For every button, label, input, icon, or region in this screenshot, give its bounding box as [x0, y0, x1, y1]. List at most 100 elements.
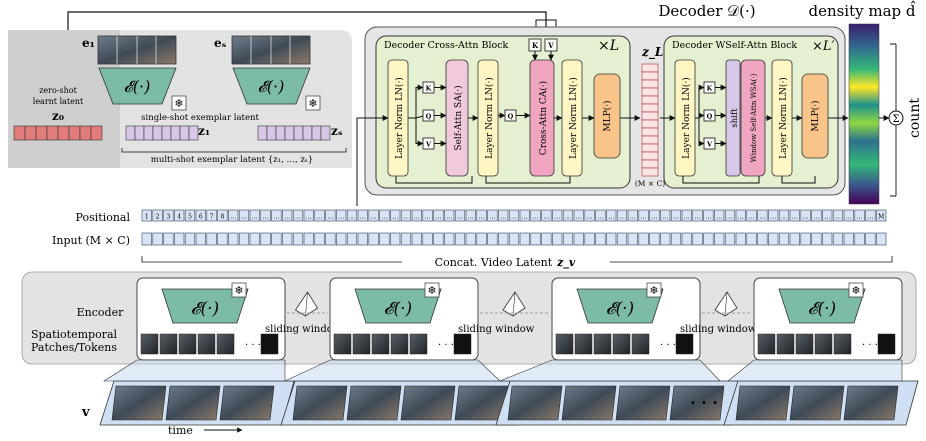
- video-frame: [843, 385, 899, 421]
- input-token: [768, 232, 779, 246]
- patch-ellipsis: · · ·: [438, 340, 454, 351]
- video-frame: [292, 385, 348, 421]
- video-encoder: [161, 288, 249, 324]
- video-encoder: [778, 288, 866, 324]
- input-token: [206, 232, 217, 246]
- video-encoder-label: 𝓔(·): [606, 299, 634, 319]
- layer-norm-1-label: Layer Norm LN(·): [394, 77, 405, 159]
- sliding-window-icon-edge: [512, 291, 516, 317]
- positional-token-label: …: [792, 214, 798, 221]
- patch-token: [159, 333, 178, 355]
- z1-cell: [170, 125, 181, 141]
- positional-token-label: …: [338, 214, 344, 221]
- positional-token-label: 4: [177, 214, 181, 221]
- snowflake-icon-glyph: ❄: [234, 284, 243, 297]
- video-frame: [400, 385, 456, 421]
- positional-token: [800, 209, 811, 222]
- positional-token-label: …: [597, 214, 603, 221]
- input-token: [303, 232, 314, 246]
- positional-token: [638, 209, 649, 222]
- positional-token-label: …: [327, 214, 333, 221]
- positional-token: [595, 209, 606, 222]
- zs-cell: [302, 125, 313, 141]
- positional-token-label: …: [295, 214, 301, 221]
- positional-token: [811, 209, 822, 222]
- patch-token: [371, 333, 390, 355]
- positional-token-label: …: [749, 214, 755, 221]
- patch-ellipsis: · · ·: [862, 340, 878, 351]
- input-token: [735, 232, 746, 246]
- input-token: [854, 232, 865, 246]
- positional-token-label: …: [263, 214, 269, 221]
- input-token: [681, 232, 692, 246]
- positional-token-label: …: [273, 214, 279, 221]
- positional-label: Positional: [76, 211, 131, 224]
- positional-token: [508, 209, 520, 222]
- positional-token: [174, 209, 185, 222]
- input-token: [292, 232, 304, 246]
- window-self-attn-label: Window Self-Attn WSA(·): [750, 73, 758, 162]
- positional-token: [357, 209, 368, 222]
- positional-token-label: …: [468, 214, 474, 221]
- input-token: [584, 232, 595, 246]
- input-token: [541, 232, 552, 246]
- input-token: [346, 232, 358, 246]
- zs-cell: [293, 125, 304, 141]
- positional-token: [390, 209, 401, 222]
- zl-cell: [641, 167, 659, 177]
- video-encoder-label: 𝓔(·): [808, 299, 836, 319]
- positional-token-label: …: [684, 214, 690, 221]
- positional-token: [303, 209, 314, 222]
- decoder-title: Decoder 𝒟(·): [658, 2, 755, 20]
- positional-token: [271, 209, 282, 222]
- patch-token: [814, 333, 833, 355]
- density-map-title: density map d̂: [808, 1, 915, 20]
- cross-attn-block: [375, 35, 631, 189]
- positional-token-label: …: [435, 214, 441, 221]
- input-token: [487, 232, 498, 246]
- positional-token: [768, 209, 779, 222]
- input-token: [778, 232, 790, 246]
- positional-token: [606, 209, 617, 222]
- input-token: [217, 232, 228, 246]
- patch-token: [390, 333, 409, 355]
- positional-token: [724, 209, 736, 222]
- zl-cell: [641, 87, 659, 97]
- input-token: [811, 232, 822, 246]
- input-token: [714, 232, 725, 246]
- exemplar-encoder-1-label: 𝓔(·): [124, 77, 151, 96]
- video-frame: [111, 385, 167, 421]
- positional-token: [530, 209, 541, 222]
- input-token: [141, 232, 152, 246]
- input-token: [876, 232, 887, 246]
- positional-token: [249, 209, 260, 222]
- z0-cell: [24, 125, 37, 141]
- patches-label-1: Spatiotemporal: [31, 328, 118, 341]
- positional-token-label: …: [619, 214, 625, 221]
- input-token: [627, 232, 638, 246]
- input-token: [746, 232, 757, 246]
- cross-block-repeat: ×L: [598, 38, 619, 54]
- z0-label: z₀: [52, 109, 64, 123]
- positional-token: [876, 209, 887, 222]
- z0-cell: [46, 125, 59, 141]
- positional-token: [649, 209, 660, 222]
- encoder-label: Encoder: [77, 306, 124, 319]
- positional-token: [444, 209, 455, 222]
- input-token: [228, 232, 239, 246]
- input-token: [444, 232, 455, 246]
- positional-token: [217, 209, 228, 222]
- positional-token: [465, 209, 476, 222]
- positional-token-label: …: [641, 214, 647, 221]
- positional-token: [336, 209, 347, 222]
- positional-token-label: …: [673, 214, 679, 221]
- patch-token: [352, 333, 371, 355]
- input-token: [282, 232, 293, 246]
- positional-token-label: …: [360, 214, 366, 221]
- input-token: [530, 232, 541, 246]
- patch-token: [555, 333, 574, 355]
- input-token: [357, 232, 368, 246]
- positional-token: [573, 209, 584, 222]
- snowflake-icon: [646, 282, 662, 298]
